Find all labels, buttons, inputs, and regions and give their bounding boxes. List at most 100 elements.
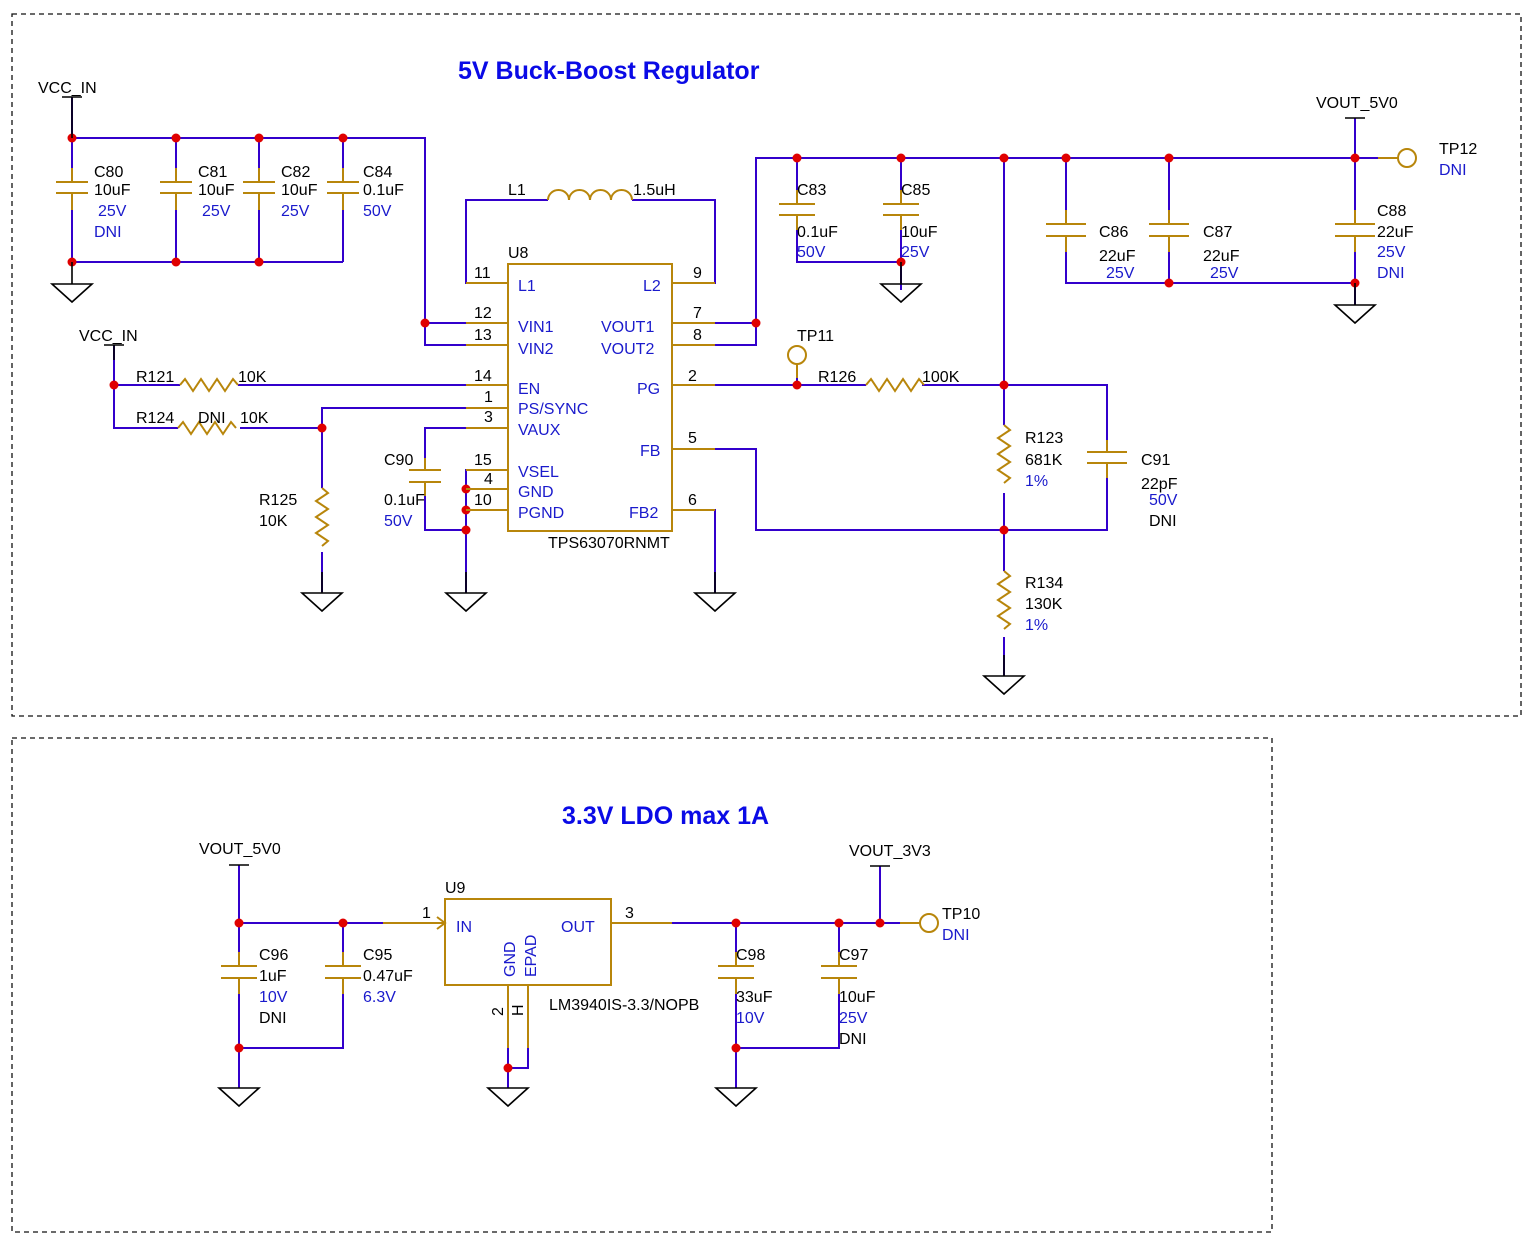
svg-text:C96: C96: [259, 947, 288, 964]
svg-text:6: 6: [688, 492, 697, 509]
svg-text:1: 1: [422, 905, 431, 922]
svg-text:DNI: DNI: [1149, 513, 1177, 530]
svg-text:25V: 25V: [281, 203, 310, 220]
svg-text:EPAD: EPAD: [523, 935, 540, 977]
svg-text:VAUX: VAUX: [518, 422, 561, 439]
svg-text:U9: U9: [445, 880, 466, 897]
resistor-r121: R121 10K: [136, 369, 267, 393]
svg-text:EN: EN: [518, 381, 540, 398]
svg-text:10V: 10V: [259, 989, 288, 1006]
svg-text:VIN1: VIN1: [518, 319, 554, 336]
svg-text:C86: C86: [1099, 224, 1128, 241]
ground-symbol: [981, 655, 1027, 696]
svg-text:DNI: DNI: [1377, 265, 1405, 282]
capacitor-c88: C88 22uF 25V DNI: [1335, 203, 1414, 282]
svg-text:L1: L1: [508, 182, 526, 199]
net-flag-vout-3v3: VOUT_3V3: [849, 843, 931, 867]
svg-text:TPS63070RNMT: TPS63070RNMT: [548, 535, 670, 552]
svg-text:22uF: 22uF: [1377, 224, 1414, 241]
testpoint-tp11: TP11: [787, 328, 834, 378]
ground-symbol: [216, 1087, 262, 1108]
svg-text:50V: 50V: [1149, 492, 1178, 509]
svg-text:22pF: 22pF: [1141, 476, 1178, 493]
svg-text:10K: 10K: [240, 410, 269, 427]
capacitor-c86: C86 22uF 25V: [1046, 210, 1136, 282]
svg-text:TP10: TP10: [942, 906, 980, 923]
svg-text:C91: C91: [1141, 452, 1170, 469]
svg-text:DNI: DNI: [942, 927, 970, 944]
svg-text:C80: C80: [94, 164, 123, 181]
svg-text:C97: C97: [839, 947, 868, 964]
svg-text:10uF: 10uF: [198, 182, 235, 199]
svg-text:0.1uF: 0.1uF: [363, 182, 404, 199]
wires-buck-boost: [71, 97, 1378, 676]
svg-text:1.5uH: 1.5uH: [633, 182, 676, 199]
svg-text:C84: C84: [363, 164, 392, 181]
svg-text:15: 15: [474, 452, 492, 469]
svg-text:3: 3: [625, 905, 634, 922]
capacitor-c85: C85 10uF 25V: [883, 182, 938, 261]
svg-text:25V: 25V: [98, 203, 127, 220]
svg-text:10uF: 10uF: [901, 224, 938, 241]
ic-u8: U8 TPS63070RNMT 11 L1 12 VIN1 13 VIN2 14…: [466, 245, 715, 552]
svg-text:25V: 25V: [202, 203, 231, 220]
svg-text:1uF: 1uF: [259, 968, 287, 985]
svg-text:13: 13: [474, 327, 492, 344]
svg-text:1: 1: [484, 389, 493, 406]
svg-text:25V: 25V: [1106, 265, 1135, 282]
svg-text:0.1uF: 0.1uF: [384, 492, 425, 509]
svg-text:25V: 25V: [1377, 244, 1406, 261]
testpoint-tp10: TP10 DNI: [900, 906, 980, 944]
svg-text:130K: 130K: [1025, 596, 1063, 613]
svg-text:100K: 100K: [922, 369, 960, 386]
svg-text:DNI: DNI: [1439, 162, 1467, 179]
svg-text:FB: FB: [640, 443, 660, 460]
capacitor-c97: C97 10uF 25V DNI: [821, 947, 876, 1048]
svg-text:25V: 25V: [901, 244, 930, 261]
svg-text:11: 11: [474, 265, 491, 282]
svg-text:10uF: 10uF: [281, 182, 318, 199]
testpoint-tp12: TP12 DNI: [1378, 141, 1477, 179]
svg-text:33uF: 33uF: [736, 989, 773, 1006]
svg-text:10uF: 10uF: [839, 989, 876, 1006]
svg-text:VIN2: VIN2: [518, 341, 554, 358]
net-flag-vcc-in-2: VCC_IN: [79, 328, 138, 360]
ground-symbol: [485, 1087, 531, 1108]
capacitor-c95: C95 0.47uF 6.3V: [325, 947, 413, 1006]
title-ldo: 3.3V LDO max 1A: [562, 802, 769, 830]
svg-text:R125: R125: [259, 492, 297, 509]
svg-text:TP12: TP12: [1439, 141, 1477, 158]
svg-text:R121: R121: [136, 369, 174, 386]
svg-text:VOUT_5V0: VOUT_5V0: [199, 841, 281, 858]
svg-text:1%: 1%: [1025, 473, 1048, 490]
svg-text:R124: R124: [136, 410, 174, 427]
frame-buck-boost: [11, 13, 1522, 717]
capacitor-c82: C82 10uF 25V: [243, 164, 318, 220]
capacitor-c84: C84 0.1uF 50V: [327, 164, 404, 220]
svg-text:10uF: 10uF: [94, 182, 131, 199]
capacitor-c83: C83 0.1uF 50V: [779, 182, 838, 261]
ground-symbol: [443, 572, 489, 613]
capacitor-c80: C80 10uF 25V DNI: [56, 164, 131, 241]
capacitor-c81: C81 10uF 25V: [160, 164, 235, 220]
inductor-l1: L1 1.5uH: [508, 182, 676, 201]
svg-text:50V: 50V: [363, 203, 392, 220]
svg-text:3: 3: [484, 409, 493, 426]
ground-symbol: [49, 262, 95, 304]
svg-text:25V: 25V: [1210, 265, 1239, 282]
svg-text:10: 10: [474, 492, 492, 509]
svg-text:2: 2: [688, 368, 697, 385]
svg-text:VOUT2: VOUT2: [601, 341, 654, 358]
svg-text:TP11: TP11: [797, 328, 834, 345]
svg-text:C95: C95: [363, 947, 392, 964]
svg-text:IN: IN: [456, 919, 472, 936]
ground-symbol: [692, 572, 738, 613]
svg-text:4: 4: [484, 471, 493, 488]
svg-text:C90: C90: [384, 452, 413, 469]
svg-text:C82: C82: [281, 164, 310, 181]
net-flag-vout-5v0-ldo: VOUT_5V0: [199, 841, 281, 866]
svg-text:VCC_IN: VCC_IN: [79, 328, 138, 345]
svg-text:PGND: PGND: [518, 505, 564, 522]
ic-u9: U9 LM3940IS-3.3/NOPB 1 IN 3 OUT GND EPAD…: [383, 880, 699, 1048]
